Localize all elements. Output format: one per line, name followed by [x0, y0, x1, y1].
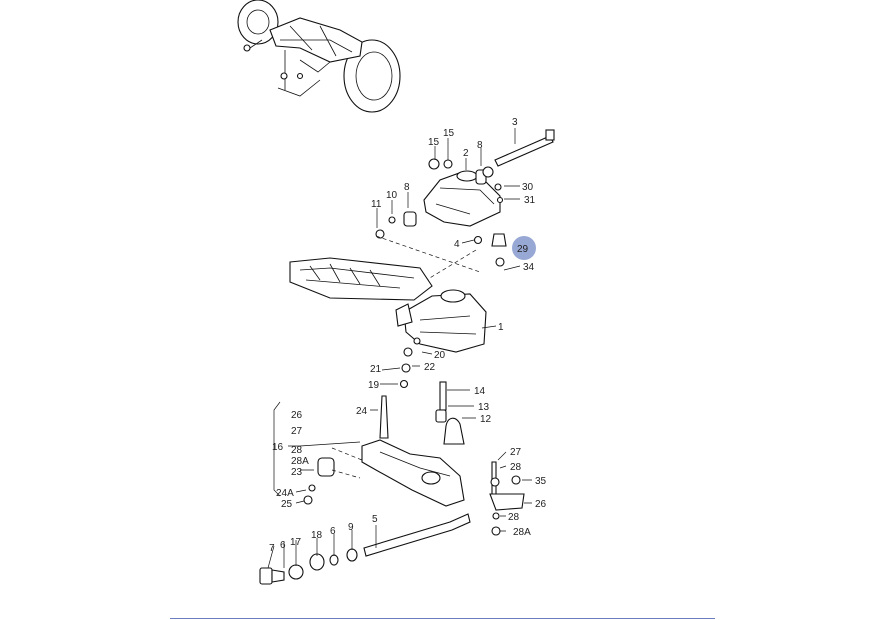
callout-18[interactable]: 18 [311, 530, 323, 541]
callout-14[interactable]: 14 [474, 386, 486, 397]
callout-29[interactable]: 29 [517, 244, 529, 255]
callout-6-a[interactable]: 6 [330, 526, 336, 537]
callout-17[interactable]: 17 [290, 537, 302, 548]
callout-28-b[interactable]: 28 [510, 462, 522, 473]
callout-5[interactable]: 5 [372, 514, 378, 525]
leader-lines [267, 128, 532, 569]
callout-24[interactable]: 24 [356, 406, 368, 417]
callout-24A[interactable]: 24A [276, 488, 294, 499]
bushings-row [259, 548, 358, 585]
callout-28-a[interactable]: 28 [291, 445, 303, 456]
callout-labels: 15 15 2 8 3 30 31 10 11 8 4 29 34 1 20 2… [269, 117, 547, 554]
bottom-rule [170, 618, 715, 619]
callout-30[interactable]: 30 [522, 182, 534, 193]
callout-7[interactable]: 7 [269, 543, 275, 554]
callout-3[interactable]: 3 [512, 117, 518, 128]
callout-11[interactable]: 11 [371, 199, 382, 210]
callout-19[interactable]: 19 [368, 380, 380, 391]
callout-26-b[interactable]: 26 [535, 499, 547, 510]
lower-arm-group [303, 439, 471, 557]
callout-25[interactable]: 25 [281, 499, 293, 510]
callout-10[interactable]: 10 [386, 190, 398, 201]
callout-34[interactable]: 34 [523, 262, 535, 273]
callout-2[interactable]: 2 [463, 148, 469, 159]
callout-16[interactable]: 16 [272, 442, 284, 453]
callout-1[interactable]: 1 [498, 322, 504, 333]
callout-15-a[interactable]: 15 [428, 137, 440, 148]
callout-15-b[interactable]: 15 [443, 128, 455, 139]
callout-13[interactable]: 13 [478, 402, 490, 413]
subframe [289, 257, 487, 353]
callout-29-highlight[interactable] [512, 236, 536, 260]
upper-arm-group [375, 129, 555, 297]
callout-23[interactable]: 23 [291, 467, 303, 478]
callout-26-a[interactable]: 26 [291, 410, 303, 421]
callout-9[interactable]: 9 [348, 522, 354, 533]
callout-28-c[interactable]: 28 [508, 512, 520, 523]
callout-6-b[interactable]: 6 [280, 540, 286, 551]
overview-inset [237, 0, 401, 113]
callout-35[interactable]: 35 [535, 476, 547, 487]
callout-12[interactable]: 12 [480, 414, 492, 425]
callout-20[interactable]: 20 [434, 350, 446, 361]
callout-28A-a[interactable]: 28A [291, 456, 309, 467]
callout-8-b[interactable]: 8 [404, 182, 410, 193]
callout-31[interactable]: 31 [524, 195, 536, 206]
callout-8-a[interactable]: 8 [477, 140, 483, 151]
hardware-column [379, 337, 465, 445]
callout-28A-b[interactable]: 28A [513, 527, 531, 538]
callout-27-b[interactable]: 27 [510, 447, 522, 458]
callout-21[interactable]: 21 [370, 364, 382, 375]
callout-22[interactable]: 22 [424, 362, 436, 373]
callout-4[interactable]: 4 [454, 239, 460, 250]
callout-27-a[interactable]: 27 [291, 426, 303, 437]
